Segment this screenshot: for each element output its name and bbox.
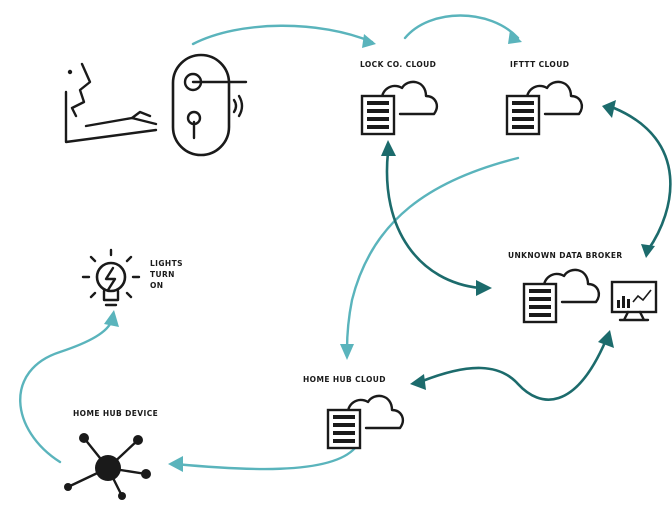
- flow-device-to-lights: [19, 310, 119, 464]
- lights-label-line-3: ON: [150, 281, 163, 290]
- ifttt-cloud-node: IFTTT CLOUD: [505, 60, 584, 136]
- lightbulb-icon: [81, 248, 141, 307]
- person-pointing-icon: [64, 62, 158, 144]
- flow-ifttt-cloud-to-home-hub-cloud: [340, 156, 520, 360]
- flow-ifttt-cloud-to-data-broker: [602, 100, 672, 258]
- lights-label-line-2: TURN: [150, 270, 175, 279]
- lights-label-line-1: LIGHTS: [150, 259, 183, 268]
- flow-lock-cloud-to-data-broker: [381, 140, 492, 296]
- home-hub-cloud-node: HOME HUB CLOUD: [303, 375, 405, 450]
- flow-home-hub-cloud-to-device: [168, 446, 357, 472]
- server-cloud-icon: [522, 268, 601, 324]
- ifttt-cloud-label: IFTTT CLOUD: [510, 60, 569, 69]
- server-cloud-icon: [326, 394, 405, 450]
- flow-home-hub-cloud-to-data-broker: [410, 330, 614, 401]
- monitor-chart-icon: [610, 280, 658, 322]
- flow-lock-to-lock-cloud: [191, 24, 376, 48]
- home-hub-cloud-label: HOME HUB CLOUD: [303, 375, 386, 384]
- home-hub-device-label: HOME HUB DEVICE: [73, 409, 158, 418]
- lock-cloud-label: LOCK CO. CLOUD: [360, 60, 436, 69]
- smart-lock-icon: [171, 53, 248, 157]
- lock-cloud-node: LOCK CO. CLOUD: [360, 60, 439, 136]
- hub-network-icon: [64, 433, 151, 500]
- home-hub-device-node: HOME HUB DEVICE: [64, 409, 158, 500]
- data-broker-node: UNKNOWN DATA BROKER: [508, 251, 658, 324]
- data-broker-label: UNKNOWN DATA BROKER: [508, 251, 623, 260]
- lights-node: LIGHTS TURN ON: [81, 248, 183, 307]
- flow-lock-cloud-to-ifttt-cloud: [403, 14, 522, 44]
- server-cloud-icon: [505, 80, 584, 136]
- server-cloud-icon: [360, 80, 439, 136]
